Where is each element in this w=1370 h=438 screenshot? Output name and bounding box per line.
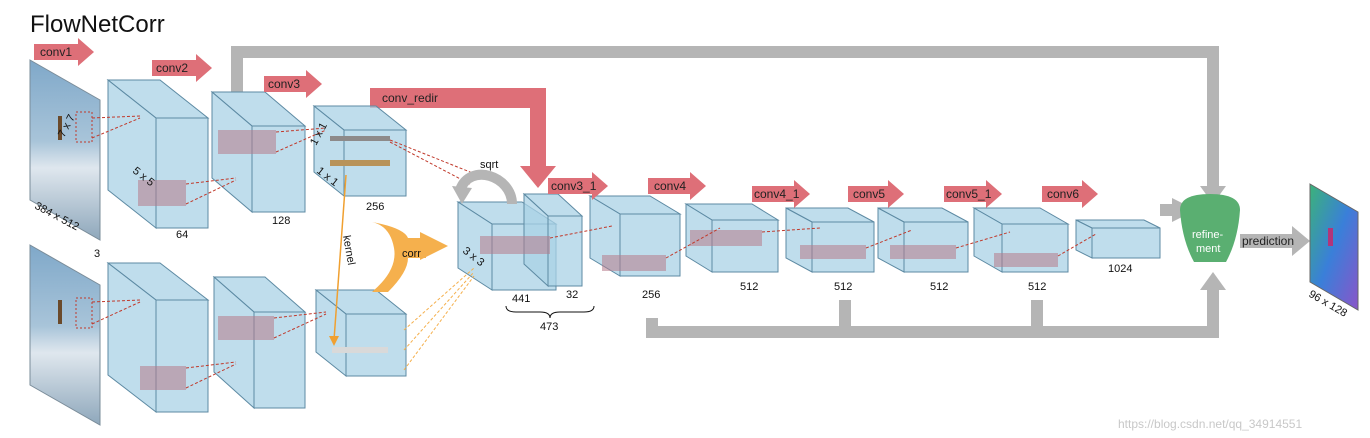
conv3-label: conv3 bbox=[268, 77, 300, 91]
conv4-arrow bbox=[648, 172, 706, 200]
channels-256-a-label: 256 bbox=[366, 201, 384, 213]
input-image-2 bbox=[29, 244, 101, 426]
refinement-block bbox=[1180, 194, 1240, 262]
conv6-arrow bbox=[1042, 180, 1098, 208]
block-conv3-bottom bbox=[314, 288, 408, 378]
channels-512-d-label: 512 bbox=[1028, 281, 1046, 293]
conv3-1-arrow bbox=[548, 172, 608, 200]
conv5-1-arrow bbox=[944, 180, 1002, 208]
conv-arrows bbox=[34, 38, 1098, 208]
sqrt-label: sqrt bbox=[480, 159, 498, 171]
refinement-label-line1: refine- bbox=[1192, 229, 1224, 241]
conv4-1-label: conv4_1 bbox=[754, 187, 800, 201]
conv6-label: conv6 bbox=[1047, 187, 1079, 201]
kernel-arrow bbox=[329, 174, 347, 346]
sqrt-arrow bbox=[452, 169, 517, 205]
conv2-label: conv2 bbox=[156, 61, 188, 75]
feature-blocks bbox=[106, 78, 1161, 414]
channels-64-label: 64 bbox=[176, 229, 188, 241]
channels-128-label: 128 bbox=[272, 215, 290, 227]
skip-line-bottom bbox=[646, 290, 1219, 338]
channels-32-label: 32 bbox=[566, 289, 578, 301]
conv5-label: conv5 bbox=[853, 187, 885, 201]
conv4-1-arrow bbox=[752, 180, 810, 208]
input-image-1 bbox=[29, 59, 101, 241]
diagram-title: FlowNetCorr bbox=[30, 11, 165, 38]
corr-label: corr bbox=[402, 248, 421, 260]
conv2-arrow bbox=[152, 54, 212, 82]
block-conv4-1 bbox=[785, 207, 875, 273]
channels-brace bbox=[505, 305, 595, 319]
block-conv5 bbox=[877, 207, 969, 273]
conv-redir-arrow bbox=[370, 88, 556, 188]
block-conv2-bottom bbox=[212, 275, 307, 410]
refinement-label-line2: ment bbox=[1196, 243, 1220, 255]
block-conv6 bbox=[1075, 219, 1161, 259]
skip-connections bbox=[231, 46, 1219, 338]
channels-441-label: 441 bbox=[512, 293, 530, 305]
kernel-label: kernel bbox=[340, 234, 357, 266]
channels-1024-label: 1024 bbox=[1108, 263, 1132, 275]
watermark: https://blog.csdn.net/qq_34914551 bbox=[1118, 417, 1302, 431]
input-channel-label: 3 bbox=[94, 248, 100, 260]
channels-256-b-label: 256 bbox=[642, 289, 660, 301]
conv5-arrow bbox=[848, 180, 904, 208]
skip-arrowhead-bottom bbox=[1200, 272, 1226, 290]
kernel-lines bbox=[91, 115, 1097, 389]
conv5-1-label: conv5_1 bbox=[946, 187, 992, 201]
corr-arrow bbox=[372, 222, 448, 292]
corr-lines bbox=[403, 267, 475, 371]
conv1-arrow bbox=[34, 38, 94, 66]
conv-redir-label: conv_redir bbox=[382, 91, 438, 105]
skip-line-top bbox=[231, 46, 1219, 188]
channels-473-label: 473 bbox=[540, 321, 558, 333]
conv3-arrow bbox=[264, 70, 322, 98]
kernel-patches bbox=[138, 130, 1058, 390]
conv3-1-label: conv3_1 bbox=[551, 179, 597, 193]
channels-512-b-label: 512 bbox=[834, 281, 852, 293]
conv4-label: conv4 bbox=[654, 179, 686, 193]
prediction-label: prediction bbox=[1242, 234, 1294, 248]
channels-512-c-label: 512 bbox=[930, 281, 948, 293]
channels-512-a-label: 512 bbox=[740, 281, 758, 293]
output-flow-image bbox=[1309, 183, 1359, 311]
prediction-arrow bbox=[1240, 226, 1310, 256]
conv1-label: conv1 bbox=[40, 45, 72, 59]
